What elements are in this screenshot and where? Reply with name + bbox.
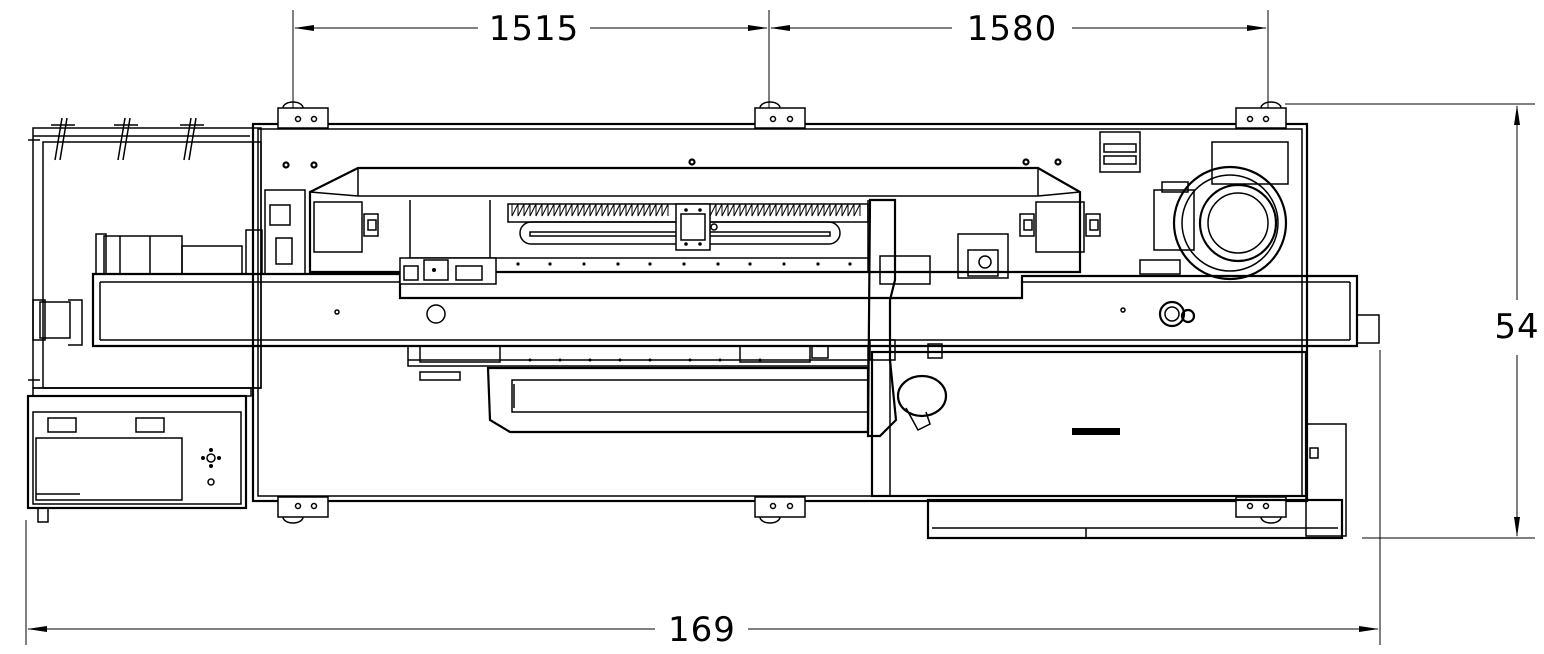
dimension-height: 54 xyxy=(1494,307,1539,347)
dimension-overall-width: 169 xyxy=(668,610,736,650)
outfeed-table xyxy=(870,350,1347,540)
saw-carriage xyxy=(282,158,1101,285)
lower-table xyxy=(407,345,870,434)
main-beam xyxy=(39,272,1380,348)
motor-assembly xyxy=(1099,131,1289,281)
dimension-top-left: 1515 xyxy=(489,9,580,49)
electrical-box xyxy=(26,387,252,523)
dimension-top-right: 1580 xyxy=(967,9,1058,49)
blade-guard xyxy=(866,198,948,438)
mounting-feet xyxy=(277,101,1287,524)
main-frame xyxy=(251,122,1309,503)
left-feed-unit xyxy=(28,117,306,389)
dimension-lines xyxy=(25,10,1535,645)
